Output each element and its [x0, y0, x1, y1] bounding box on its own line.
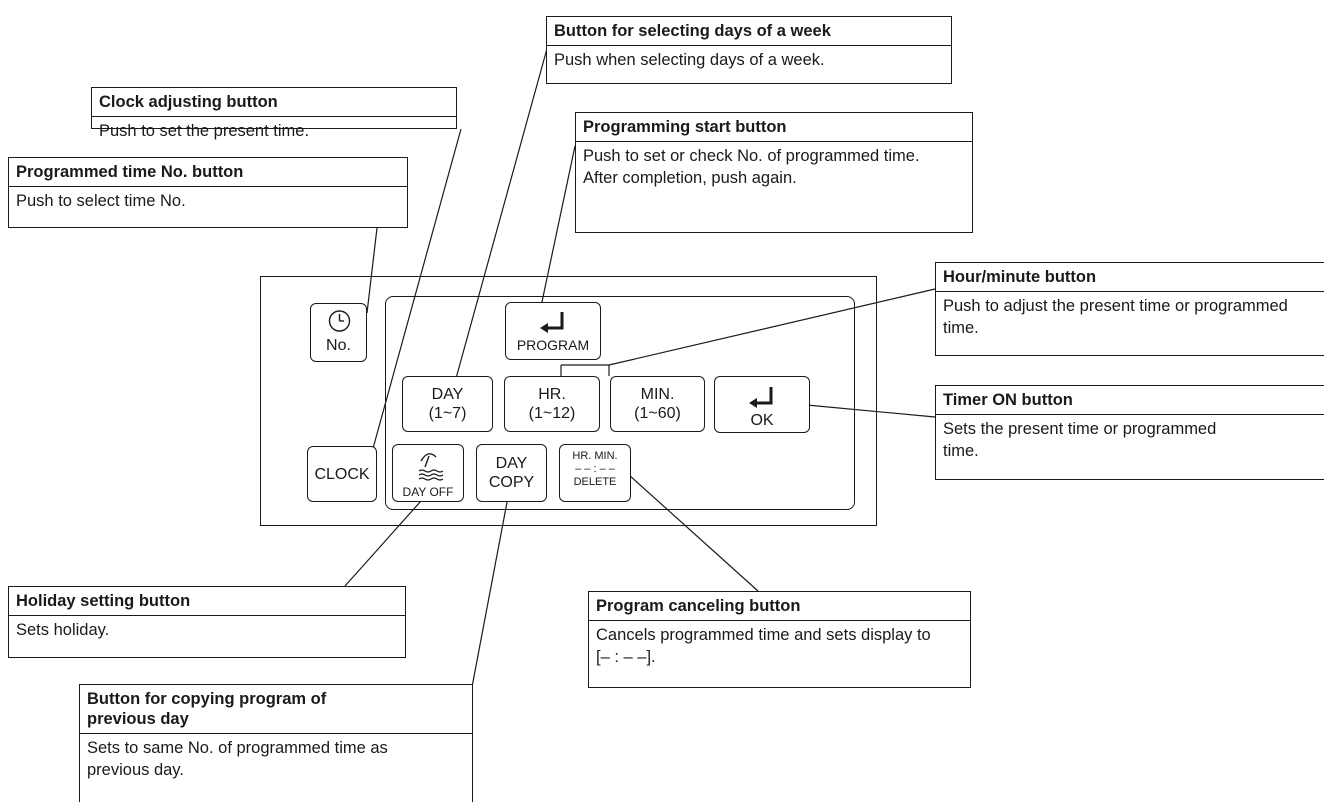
- min-button[interactable]: MIN. (1~60): [610, 376, 705, 432]
- callout-body: Sets holiday.: [16, 621, 110, 639]
- hr-button[interactable]: HR. (1~12): [504, 376, 600, 432]
- delete-label: DELETE: [573, 476, 617, 488]
- clock-label: CLOCK: [314, 466, 370, 483]
- no-button[interactable]: No.: [310, 303, 367, 362]
- callout-body: Push to set or check No. of programmed t…: [583, 147, 920, 187]
- callout-body: Push to select time No.: [16, 192, 186, 210]
- callout-programming-start: Programming start button Push to set or …: [575, 112, 973, 233]
- enter-arrow-icon: [540, 312, 564, 333]
- callout-title: Clock adjusting button: [92, 88, 456, 117]
- callout-body: Push to set the present time.: [99, 122, 310, 140]
- program-button[interactable]: PROGRAM: [505, 302, 601, 360]
- callout-title: Hour/minute button: [936, 263, 1324, 292]
- callout-title: Program canceling button: [589, 592, 970, 621]
- control-panel: [260, 276, 877, 526]
- day-off-button[interactable]: DAY OFF: [392, 444, 464, 502]
- callout-days-of-week: Button for selecting days of a week Push…: [546, 16, 952, 84]
- callout-holiday: Holiday setting button Sets holiday.: [8, 586, 406, 658]
- day-range: (1~7): [428, 405, 467, 422]
- callout-title: Holiday setting button: [9, 587, 405, 616]
- delete-hr-min-label: HR. MIN.: [572, 450, 618, 462]
- callout-body: Push to adjust the present time or progr…: [943, 297, 1288, 337]
- delete-button[interactable]: HR. MIN. – – : – – DELETE: [559, 444, 631, 502]
- delete-blank-display: – – : – –: [575, 463, 615, 475]
- program-label: PROGRAM: [516, 337, 590, 353]
- hr-range: (1~12): [528, 405, 576, 422]
- min-range: (1~60): [634, 405, 681, 422]
- callout-hour-minute: Hour/minute button Push to adjust the pr…: [935, 262, 1324, 356]
- day-label: DAY: [431, 386, 464, 403]
- callout-copy-previous-day: Button for copying program of previous d…: [79, 684, 473, 802]
- callout-title: Programming start button: [576, 113, 972, 142]
- clock-button[interactable]: CLOCK: [307, 446, 377, 502]
- callout-title: Button for copying program of previous d…: [80, 685, 472, 734]
- day-copy-button[interactable]: DAY COPY: [476, 444, 547, 502]
- hr-label: HR.: [538, 386, 566, 403]
- no-label: No.: [326, 337, 351, 354]
- callout-body: Push when selecting days of a week.: [554, 51, 825, 69]
- beach-umbrella-icon: [418, 453, 444, 481]
- day-copy-label: DAY: [495, 455, 528, 472]
- callout-timer-on: Timer ON button Sets the present time or…: [935, 385, 1324, 480]
- callout-title: Button for selecting days of a week: [547, 17, 951, 46]
- day-off-label: DAY OFF: [402, 485, 454, 499]
- callout-body: Sets to same No. of programmed time as p…: [87, 739, 388, 779]
- program-button-group: [385, 296, 855, 510]
- callout-programmed-no: Programmed time No. button Push to selec…: [8, 157, 408, 228]
- callout-title: Timer ON button: [936, 386, 1324, 415]
- day-button[interactable]: DAY (1~7): [402, 376, 493, 432]
- callout-body: Sets the present time or programmed time…: [943, 420, 1217, 460]
- callout-program-canceling: Program canceling button Cancels program…: [588, 591, 971, 688]
- day-copy-sublabel: COPY: [488, 474, 535, 491]
- ok-button[interactable]: OK: [714, 376, 810, 433]
- min-label: MIN.: [640, 386, 675, 403]
- callout-clock-adjusting: Clock adjusting button Push to set the p…: [91, 87, 457, 140]
- callout-title: Programmed time No. button: [9, 158, 407, 187]
- enter-arrow-icon: [749, 387, 773, 408]
- clock-icon: [328, 310, 351, 332]
- ok-label: OK: [750, 412, 774, 429]
- callout-body: Cancels programmed time and sets display…: [596, 626, 931, 666]
